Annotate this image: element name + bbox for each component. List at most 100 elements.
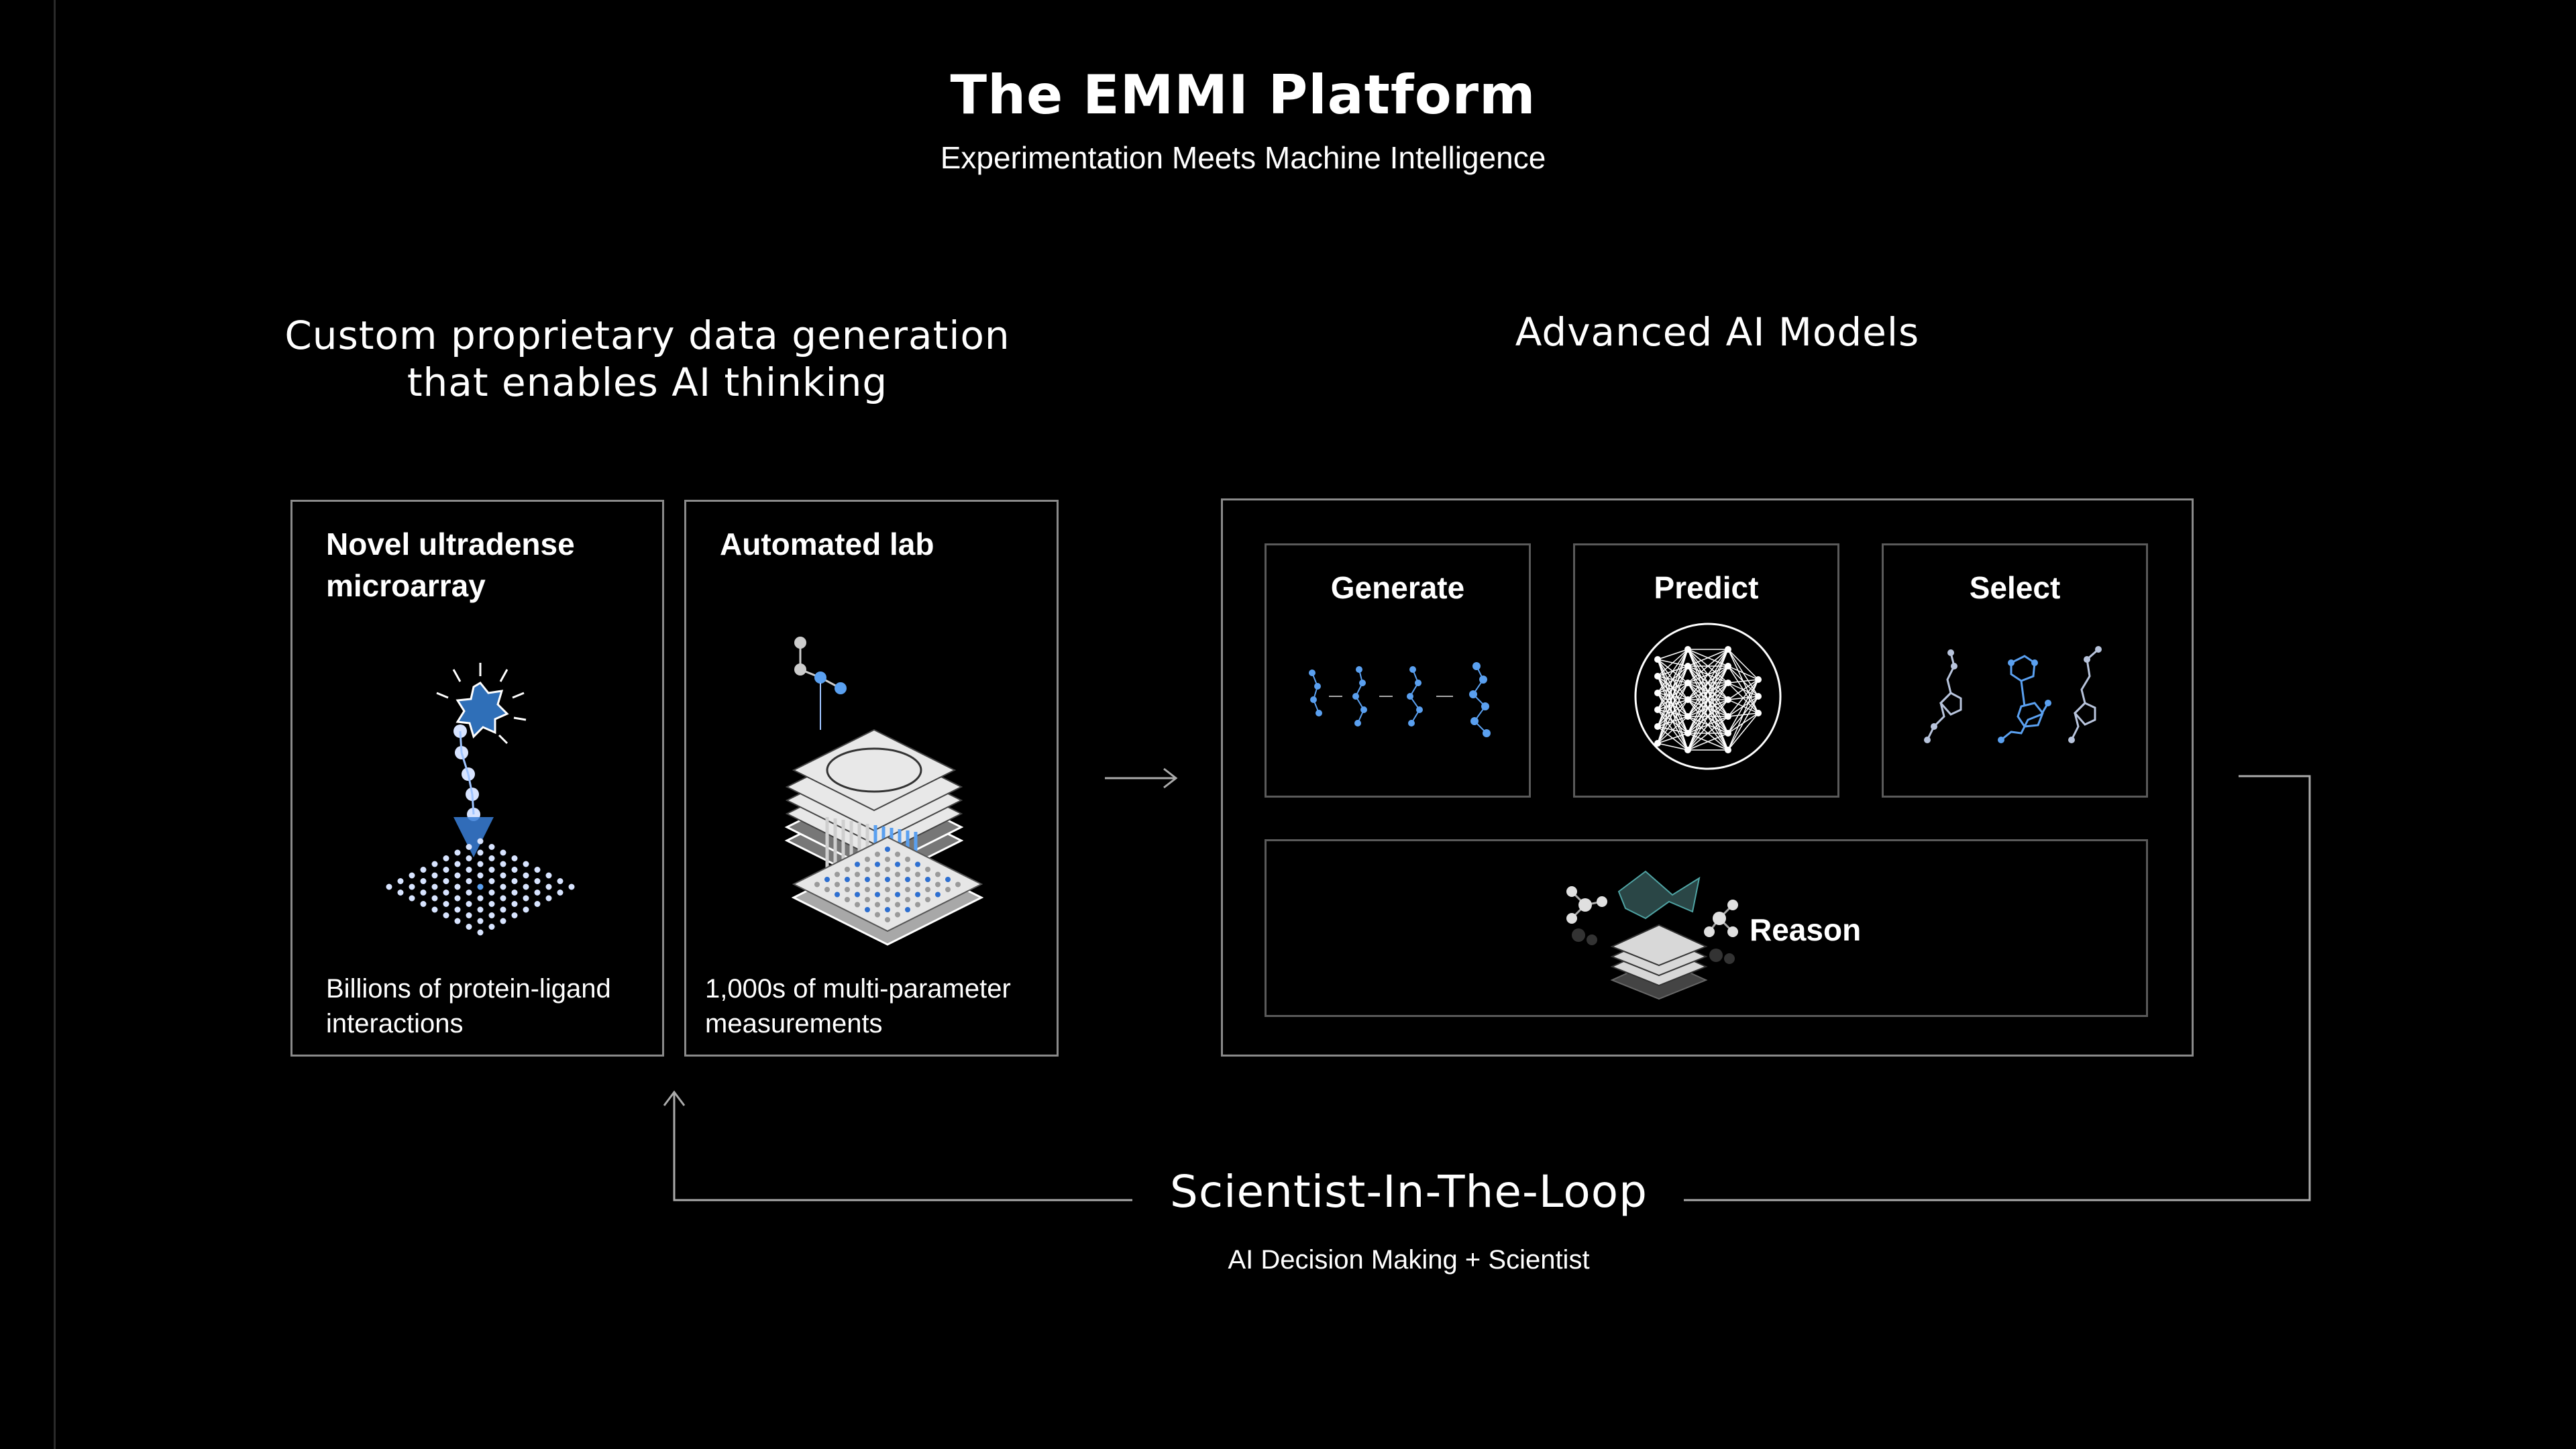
plate-well bbox=[915, 881, 920, 888]
microarray-dot bbox=[511, 878, 518, 884]
microarray-dot bbox=[534, 901, 541, 907]
microarray-dot bbox=[500, 918, 506, 924]
microarray-dot bbox=[500, 861, 506, 867]
plate-well bbox=[905, 867, 910, 872]
plate-well bbox=[845, 887, 850, 892]
plate-well bbox=[875, 861, 880, 867]
microarray-dot bbox=[477, 883, 484, 890]
selected-molecules-icon bbox=[1924, 646, 2102, 743]
nn-node bbox=[1725, 730, 1731, 737]
nn-edge bbox=[1657, 716, 1688, 744]
ai-models-heading: Advanced AI Models bbox=[1515, 309, 1920, 355]
plate-well bbox=[945, 887, 951, 892]
microarray-dot bbox=[454, 918, 461, 924]
plate-well bbox=[915, 892, 920, 898]
plate-well bbox=[885, 857, 890, 862]
microarray-dot bbox=[523, 861, 529, 867]
nn-node bbox=[1684, 747, 1691, 753]
nn-edge bbox=[1687, 716, 1729, 751]
nn-node bbox=[1755, 693, 1762, 700]
nn-node bbox=[1725, 713, 1731, 720]
nn-edge bbox=[1687, 699, 1729, 751]
nn-edge bbox=[1687, 649, 1729, 684]
nn-edge bbox=[1657, 665, 1688, 744]
nn-edge bbox=[1727, 679, 1759, 734]
nn-edge bbox=[1687, 649, 1729, 751]
plate-well bbox=[865, 897, 870, 902]
plate-well bbox=[865, 907, 870, 912]
microarray-dot bbox=[534, 890, 541, 896]
plate-well bbox=[925, 887, 930, 892]
nn-edge bbox=[1687, 649, 1729, 734]
microarray-dot bbox=[568, 883, 575, 890]
nn-edge bbox=[1727, 712, 1759, 751]
automated-lab-card-caption: 1,000s of multi-parameter measurements bbox=[705, 971, 1011, 1041]
microarray-dot bbox=[488, 844, 495, 850]
microarray-dot bbox=[477, 861, 484, 867]
plate-well bbox=[885, 887, 890, 892]
automated-lab-card-caption-line1: 1,000s of multi-parameter bbox=[705, 974, 1011, 1004]
predict-model-box[interactable]: Predict bbox=[1573, 543, 1839, 798]
plate-well bbox=[905, 857, 910, 862]
microarray-card-caption: Billions of protein-ligand interactions bbox=[326, 971, 611, 1041]
nn-node bbox=[1725, 696, 1731, 703]
microarray-dot bbox=[420, 890, 427, 896]
microarray-dot bbox=[511, 855, 518, 861]
microarray-dot bbox=[431, 906, 438, 913]
microarray-dot bbox=[477, 849, 484, 856]
nn-node bbox=[1755, 710, 1762, 716]
microarray-dot bbox=[511, 912, 518, 918]
nn-node bbox=[1725, 646, 1731, 653]
microarray-dot bbox=[534, 878, 541, 884]
microarray-dot bbox=[545, 895, 552, 902]
plate-well bbox=[855, 881, 860, 888]
microarray-dot bbox=[443, 901, 449, 907]
microarray-dot bbox=[454, 861, 461, 867]
microarray-dot bbox=[523, 906, 529, 913]
microarray-dot bbox=[534, 867, 541, 873]
microarray-dot bbox=[511, 890, 518, 896]
plate-well bbox=[945, 877, 951, 882]
microarray-dot bbox=[431, 895, 438, 902]
microarray-dot bbox=[488, 890, 495, 896]
data-generation-heading-line2: that enables AI thinking bbox=[407, 360, 888, 405]
microarray-dot bbox=[466, 924, 472, 930]
microarray-dot bbox=[488, 855, 495, 861]
microarray-dot bbox=[454, 895, 461, 902]
nn-edge bbox=[1687, 649, 1729, 667]
nn-edge bbox=[1727, 696, 1759, 751]
microarray-dot bbox=[454, 849, 461, 856]
plate-well bbox=[855, 861, 860, 867]
plate-well bbox=[875, 902, 880, 908]
plate-well bbox=[865, 867, 870, 872]
automated-lab-card: Automated lab 1,0 bbox=[684, 500, 1059, 1057]
reason-model-box[interactable]: Reason bbox=[1265, 839, 2148, 1017]
select-model-box[interactable]: Select bbox=[1882, 543, 2148, 798]
microarray-dot bbox=[443, 867, 449, 873]
plate-well bbox=[845, 897, 850, 902]
microarray-dot bbox=[443, 890, 449, 896]
microarray-dot bbox=[557, 878, 564, 884]
nn-node bbox=[1684, 730, 1691, 737]
nn-node bbox=[1654, 706, 1661, 713]
generate-model-box[interactable]: Generate bbox=[1265, 543, 1531, 798]
ai-models-panel: Generate Predict bbox=[1221, 498, 2194, 1057]
microarray-dot bbox=[409, 872, 415, 879]
plate-well bbox=[915, 871, 920, 877]
plate-well bbox=[824, 887, 830, 892]
nn-node bbox=[1684, 646, 1691, 653]
plate-well bbox=[905, 877, 910, 882]
microarray-dot bbox=[431, 861, 438, 867]
nn-edge bbox=[1657, 743, 1688, 751]
microarray-dot bbox=[500, 883, 506, 890]
page-title: The EMMI Platform bbox=[950, 64, 1536, 126]
microarray-dot bbox=[500, 906, 506, 913]
nn-edge bbox=[1687, 665, 1729, 751]
microarray-dot bbox=[523, 895, 529, 902]
microarray-dot bbox=[466, 844, 472, 850]
nn-node bbox=[1654, 690, 1661, 696]
plate-well bbox=[935, 881, 941, 888]
plate-well bbox=[845, 877, 850, 882]
plate-well bbox=[865, 857, 870, 862]
plate-well bbox=[935, 892, 941, 898]
